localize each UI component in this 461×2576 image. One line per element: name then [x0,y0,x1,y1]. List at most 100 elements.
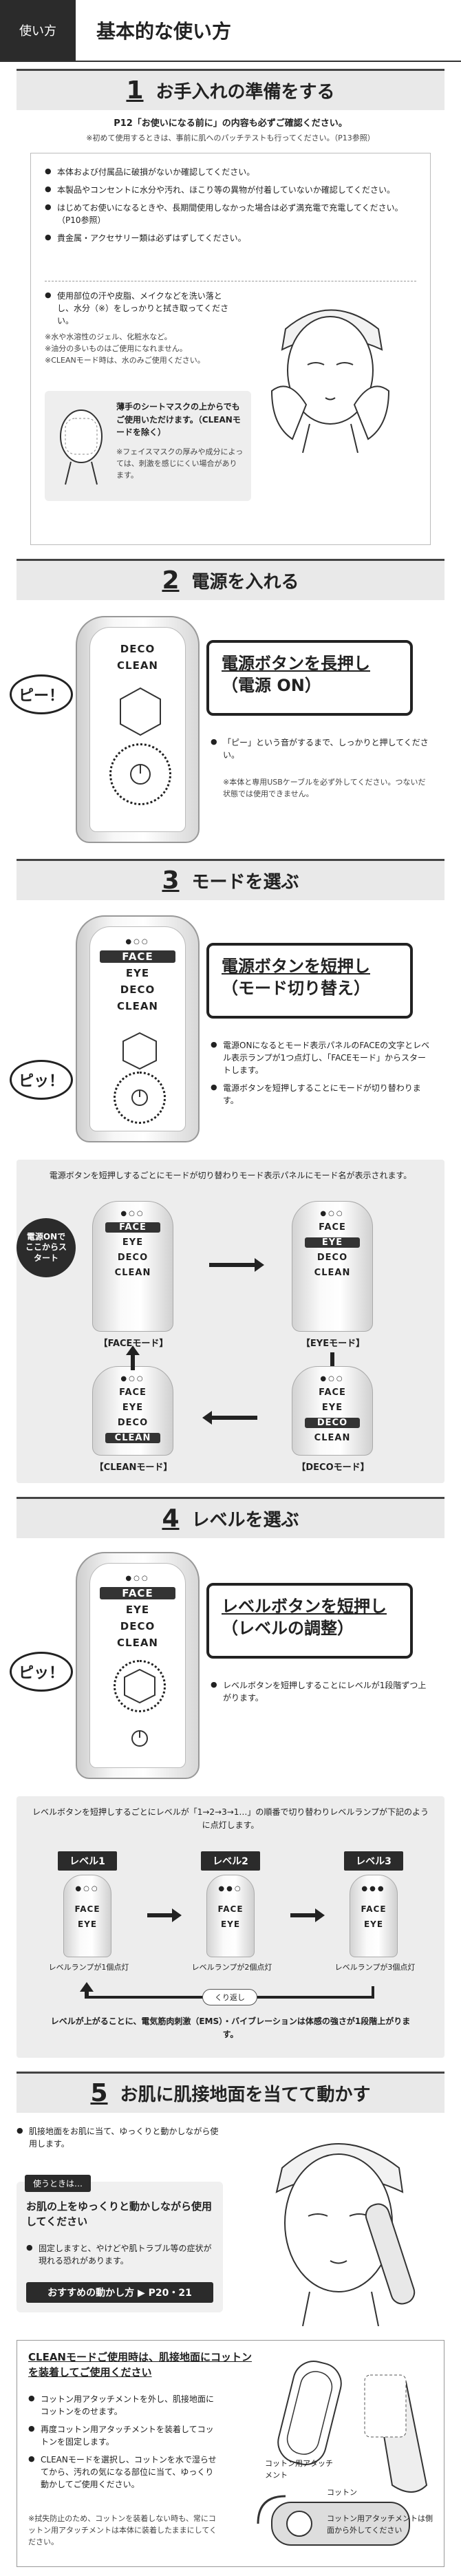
mode-card-face: ●○○ FACE EYE DECO CLEAN [92,1201,173,1332]
face-wash-illustration [270,309,390,453]
recommended-method-link[interactable]: おすすめの動かし方 ▶ P20・21 [26,2282,213,2303]
callout-main: 電源ボタンを長押し [222,654,370,673]
mode-card-eye: ●○○ FACE EYE DECO CLEAN [292,1201,373,1332]
power-callout: 電源ボタンを長押し （電源 ON） [206,640,413,716]
level-2-device: ●●○ FACE EYE [206,1875,255,1957]
face-usage-illustration [275,2143,416,2326]
checklist: 本体および付属品に破損がないか確認してください。 本製品やコンセントに水分や汚れ… [45,166,416,250]
clean-mode-panel: CLEANモードご使用時は、肌接地面にコットンを装着してご使用ください コットン… [17,2340,444,2567]
arrow-left [202,1411,257,1425]
step-title: モードを選ぶ [191,872,299,893]
callout-sub: （電源 ON） [222,676,321,696]
mode-callout: 電源ボタンを短押し （モード切り替え） [206,943,413,1019]
level-1-caption: レベルランプが1個点灯 [48,1963,129,1972]
level-button-highlight [114,1660,166,1712]
level-cycle-title: レベルボタンを短押しするごとにレベルが「1→2→3→1…」の順番で切り替わりレベ… [32,1807,429,1830]
level-footer: レベルが上がることに、電気筋肉刺激（EMS）・バイブレーションは体感の強さが1段… [50,2016,411,2039]
mode-cycle-title: 電源ボタンを短押しするごとにモードが切り替わりモード表示パネルにモード名が表示さ… [49,1171,412,1180]
beep-bubble: ピッ！ [10,1652,73,1692]
mode-caption-face: 【FACEモード】 [98,1339,169,1349]
mode-label-eye: EYE [125,967,150,979]
mask-info-box: 薄手のシートマスクの上からでもご使用いただけます。（CLEANモードを除く） ※… [45,391,251,501]
section-tab: 使い方 [0,0,76,61]
checklist-item: 貴金属・アクセサリー類は必ずはずしてください。 [45,232,416,244]
power-icon [131,1730,148,1747]
level-button-icon [124,1668,156,1704]
tip-title: お肌の上をゆっくりと動かしながら使用してください [26,2200,213,2228]
section-5-heading: 5 お肌に肌接地面を当てて動かす [17,2072,444,2113]
tip-tab: 使うときは… [25,2175,92,2192]
side-removal-label: コットン用アタッチメントは側面から外してください [327,2514,433,2535]
clean-step: コットン用アタッチメントを外し、肌接地面にコットンをのせます。 [28,2393,221,2418]
level-lamps: ●○○ [125,1575,150,1582]
cotton-label: コットン [327,2488,357,2497]
attachment-label: コットン用アタッチメント [265,2459,333,2480]
prep-lead: P12「お使いになる前に」の内容も必ずご確認ください。 [114,118,347,129]
level-button-icon [122,1032,157,1070]
mode-card-deco: ●○○ FACE EYE DECO CLEAN [292,1366,373,1456]
mode-label-face: FACE [100,950,175,963]
arrow-right [209,1258,264,1272]
power-instruction: 「ピー」という音がするまで、しっかりと押してください。 [211,736,431,761]
mode-instruction-2: 電源ボタンを短押しすることにモードが切り替わります。 [211,1082,431,1107]
callout-main: 電源ボタンを短押し [222,957,370,976]
clean-title: CLEANモードご使用時は、肌接地面にコットンを装着してご使用ください [28,2351,252,2378]
page-header: 使い方 基本的な使い方 [0,0,461,62]
prep-instruction: 使用部位の汗や皮脂、メイクなどを洗い落とし、水分（※）をしっかりと拭き取ってくだ… [45,290,231,327]
mode-instruction-1: 電源ONになるとモード表示パネルのFACEの文字とレベル表示ランプが1つ点灯し、… [211,1039,431,1076]
power-icon [130,764,151,785]
mask-note: ※フェイスマスクの厚みや成分によっては、刺激を感じにくい場合があります。 [116,447,244,480]
start-badge: 電源ONでここからスタート [17,1218,76,1277]
checklist-item: はじめてお使いになるときや、長期間使用しなかった場合は必ず満充電で充電してくださ… [45,202,416,226]
checklist-item: 本製品やコンセントに水分や汚れ、ほこり等の異物が付着していないか確認してください… [45,184,416,196]
usage-tip-box: 使うときは… お肌の上をゆっくりと動かしながら使用してください 固定しますと、や… [17,2175,223,2312]
step-title: 電源を入れる [191,572,299,593]
level-callout: レベルボタンを短押し （レベルの調整） [206,1583,413,1659]
cotton-attachment-illustration [257,2361,428,2546]
clean-step: CLEANモードを選択し、コットンを水で湿らせてから、汚れの気になる部位に当て、… [28,2453,221,2491]
checklist-item: 本体および付属品に破損がないか確認してください。 [45,166,416,178]
callout-sub: （レベルの調整） [222,1619,354,1639]
prep-panel: 本体および付属品に破損がないか確認してください。 本製品やコンセントに水分や汚れ… [30,153,431,545]
power-button-highlight [109,743,171,805]
clean-steps: コットン用アタッチメントを外し、肌接地面にコットンをのせます。 再度コットン用ア… [28,2393,221,2496]
mode-caption-eye: 【EYEモード】 [301,1339,365,1349]
section-4-heading: 4 レベルを選ぶ [17,1497,444,1538]
clean-step: 再度コットン用アタッチメントを装着してコットンを固定します。 [28,2423,221,2448]
level-cycle-panel: レベルボタンを短押しするごとにレベルが「1→2→3→1…」の順番で切り替わりレベ… [17,1796,444,2058]
section-2-heading: 2 電源を入れる [17,559,444,600]
arrow-right [147,1908,182,1922]
device-illustration: ●○○ FACE EYE DECO CLEAN [76,1552,200,1779]
step-title: お手入れの準備をする [156,82,335,103]
level-3-device: ●●● FACE EYE [350,1875,398,1957]
mode-label-deco: DECO [120,983,156,996]
tip-body: 固定しますと、やけどや肌トラブル等の症状が現れる恐れがあります。 [26,2242,213,2267]
use-instruction: 肌接地面をお肌に当て、ゆっくりと動かしながら使用します。 [17,2125,223,2150]
arrow-right [290,1908,325,1922]
prep-lead-note: ※初めて使用するときは、事前に肌へのパッチテストも行ってください。（P13参照） [86,134,375,142]
device-illustration: ●○○ FACE EYE DECO CLEAN [76,915,200,1142]
step-number: 1 [126,76,144,105]
beep-bubble: ピー！ [10,674,73,714]
section-1-heading: 1 お手入れの準備をする [17,69,444,110]
beep-bubble: ピッ！ [10,1060,73,1100]
power-button-highlight [114,1072,166,1124]
mode-caption-clean: 【CLEANモード】 [94,1462,173,1473]
level-instruction: レベルボタンを短押しすることにレベルが1段階ずつ上がります。 [211,1679,431,1704]
usb-note: ※本体と専用USBケーブルを必ず外してください。つないだ状態では使用できません。 [223,778,426,799]
mode-label-clean: CLEAN [117,1000,158,1012]
step-number: 5 [90,2079,108,2107]
mode-label-deco: DECO [120,643,156,655]
step-number: 3 [162,866,180,895]
mode-cycle-panel: 電源ボタンを短押しするごとにモードが切り替わりモード表示パネルにモード名が表示さ… [17,1160,444,1483]
clean-note: ※拭失防止のため、コットンを装着しない時も、常にコットン用アタッチメントは本体に… [28,2514,217,2547]
section-3-heading: 3 モードを選ぶ [17,859,444,900]
mode-caption-deco: 【DECOモード】 [297,1462,369,1473]
level-3-tag: レベル3 [344,1851,403,1871]
level-button-icon [120,687,161,736]
callout-main: レベルボタンを短押し [222,1597,387,1616]
mode-card-clean: ●○○ FACE EYE DECO CLEAN [92,1366,173,1456]
arrow-up [126,1345,140,1370]
mode-label-clean: CLEAN [117,659,158,672]
page-title: 基本的な使い方 [96,20,232,43]
